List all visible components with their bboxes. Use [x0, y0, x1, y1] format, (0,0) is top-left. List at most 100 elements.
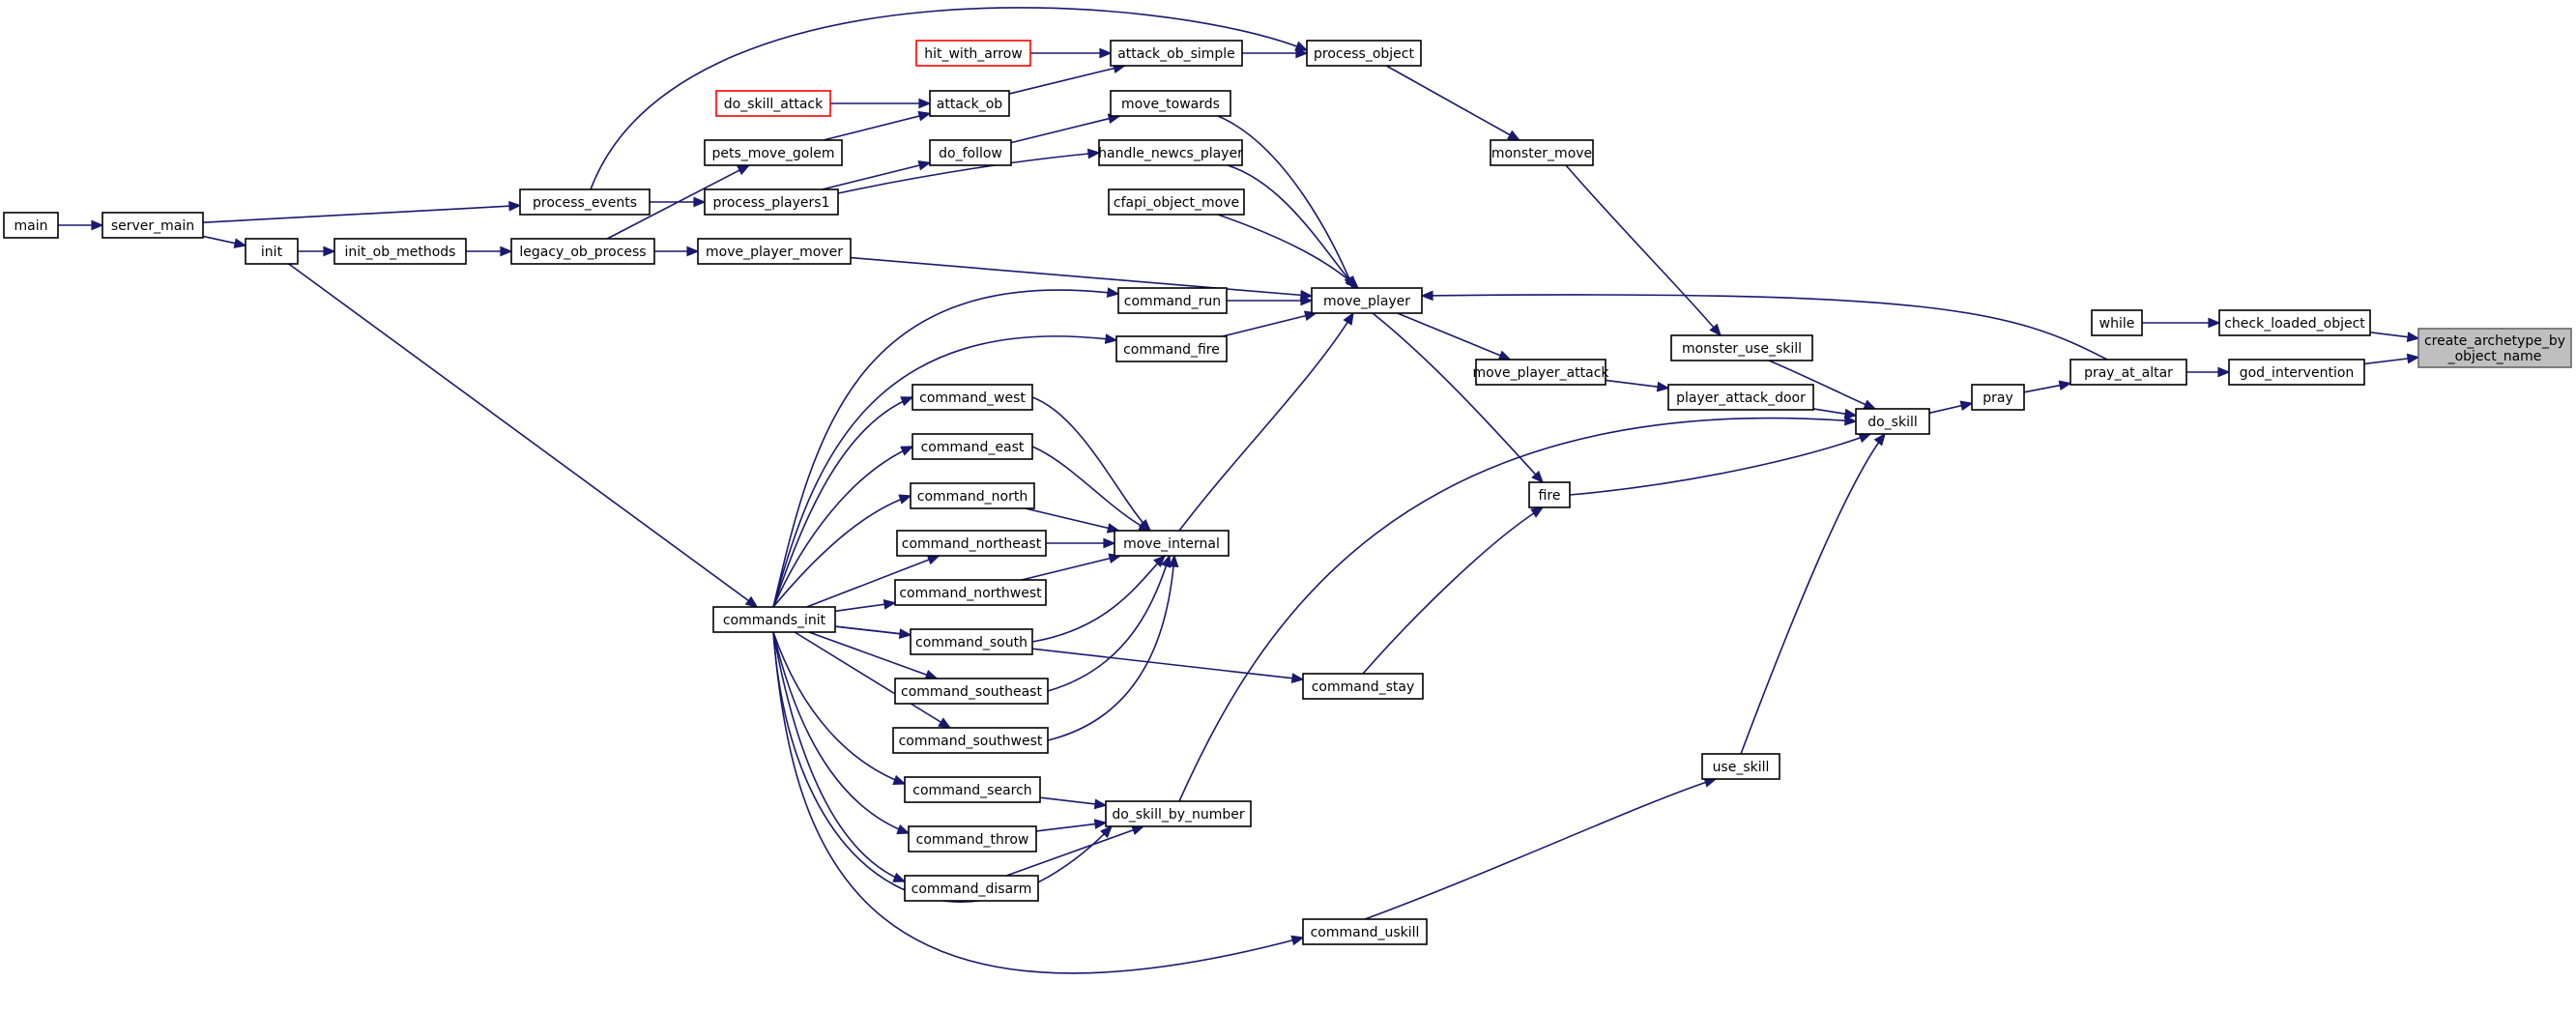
node-move-player[interactable]: move_player — [1311, 287, 1423, 314]
node-label: move_player_mover — [706, 245, 843, 260]
node-god-intervention[interactable]: god_intervention — [2228, 359, 2365, 386]
node-box — [892, 727, 1049, 754]
node-command-fire[interactable]: command_fire — [1115, 335, 1228, 362]
node-create-archetype-by-object-name[interactable]: create_archetype_by_object_name — [2417, 328, 2572, 368]
node-do-skill-attack[interactable]: do_skill_attack — [715, 90, 831, 117]
edge-command_east-to-move_internal — [1031, 446, 1151, 532]
edge-god_intervention-to-create_archetype_by_object_name-arrowhead — [2406, 353, 2420, 364]
node-box — [1528, 481, 1571, 508]
node-command-northeast[interactable]: command_northeast — [896, 530, 1047, 557]
node-attack-ob-simple[interactable]: attack_ob_simple — [1110, 40, 1243, 67]
node-command-stay[interactable]: command_stay — [1302, 673, 1424, 700]
node-box — [904, 875, 1039, 902]
node-do-skill-by-number[interactable]: do_skill_by_number — [1105, 800, 1252, 827]
edge-command_throw-to-do_skill_by_number — [1035, 822, 1107, 832]
node-hit-with-arrow[interactable]: hit_with_arrow — [915, 40, 1031, 67]
node-box — [1117, 287, 1228, 314]
node-do-follow[interactable]: do_follow — [929, 139, 1012, 166]
node-player-attack-door[interactable]: player_attack_door — [1667, 384, 1814, 411]
node-command-east[interactable]: command_east — [912, 433, 1033, 460]
node-command-southeast[interactable]: command_southeast — [894, 678, 1049, 705]
edge-handle_newcs_player-to-move_player — [1227, 164, 1357, 289]
edge-commands_init-to-command_west — [772, 396, 913, 608]
node-command-throw[interactable]: command_throw — [908, 825, 1037, 852]
node-move-towards[interactable]: move_towards — [1110, 90, 1231, 117]
node-label: move_player — [1323, 294, 1410, 309]
edge-commands_init-to-command_east-arrowhead — [900, 446, 914, 456]
node-fire[interactable]: fire — [1528, 481, 1571, 508]
edge-commands_init-to-command_throw — [772, 631, 910, 834]
node-monster-use-skill[interactable]: monster_use_skill — [1670, 334, 1813, 361]
node-pets-move-golem[interactable]: pets_move_golem — [704, 139, 843, 166]
node-legacy-ob-process[interactable]: legacy_ob_process — [510, 238, 655, 265]
edge-move_player-to-move_player_attack-arrowhead — [1497, 350, 1512, 361]
node-box — [2091, 309, 2143, 336]
node-label: do_skill — [1867, 415, 1918, 430]
edge-do_skill_attack-to-attack_ob-arrowhead — [918, 98, 932, 109]
node-main[interactable]: main — [3, 212, 59, 239]
node-box — [1098, 139, 1243, 166]
node-process-events[interactable]: process_events — [519, 188, 651, 216]
node-init[interactable]: init — [245, 238, 299, 265]
node-move-internal[interactable]: move_internal — [1114, 530, 1230, 557]
node-check-loaded-object[interactable]: check_loaded_object — [2218, 309, 2371, 336]
node-command-uskill[interactable]: command_uskill — [1302, 918, 1428, 945]
node-process-object[interactable]: process_object — [1306, 40, 1422, 67]
node-command-disarm[interactable]: command_disarm — [904, 875, 1039, 902]
node-command-west[interactable]: command_west — [912, 384, 1033, 411]
node-label: fire — [1539, 488, 1561, 504]
node-move-player-mover[interactable]: move_player_mover — [697, 238, 852, 265]
edge-do_follow-to-move_towards — [1010, 115, 1120, 144]
node-do-skill[interactable]: do_skill — [1855, 408, 1930, 435]
edge-command_disarm-to-do_skill_by_number — [1005, 825, 1144, 877]
node-init-ob-methods[interactable]: init_ob_methods — [333, 238, 467, 265]
node-box — [1311, 287, 1423, 314]
node-label: init_ob_methods — [345, 245, 456, 260]
node-command-north[interactable]: command_north — [910, 482, 1035, 509]
edge-process_players1-to-do_follow — [822, 161, 931, 190]
edge-commands_init-to-command_northeast-arrowhead — [926, 555, 941, 565]
node-box — [1701, 753, 1780, 780]
edge-commands_init-to-command_stay — [834, 625, 1304, 680]
edge-legacy_ob_process-to-pets_move_golem — [606, 164, 750, 240]
edge-attack_ob-to-attack_ob_simple — [1008, 65, 1125, 95]
node-command-search[interactable]: command_search — [904, 776, 1041, 803]
node-process-players1[interactable]: process_players1 — [704, 188, 839, 216]
edge-init-to-init_ob_methods-arrowhead — [323, 246, 336, 257]
edge-server_main-to-init-arrowhead — [233, 238, 247, 248]
node-command-southwest[interactable]: command_southwest — [892, 727, 1049, 754]
edge-process_object-to-monster_move — [1385, 65, 1520, 141]
edge-commands_init-to-command_north-arrowhead — [898, 494, 912, 505]
node-label: monster_use_skill — [1682, 341, 1802, 357]
edge-command_northwest-to-move_internal — [1021, 555, 1121, 581]
node-attack-ob[interactable]: attack_ob — [929, 90, 1010, 117]
node-pray[interactable]: pray — [1971, 384, 2025, 411]
node-monster-move[interactable]: monster_move — [1490, 139, 1594, 166]
node-server-main[interactable]: server_main — [101, 212, 204, 239]
node-use-skill[interactable]: use_skill — [1701, 753, 1780, 780]
node-command-run[interactable]: command_run — [1117, 287, 1228, 314]
node-move-player-attack[interactable]: move_player_attack — [1472, 359, 1609, 386]
node-cfapi-object-move[interactable]: cfapi_object_move — [1108, 188, 1245, 216]
node-commands-init[interactable]: commands_init — [712, 606, 836, 633]
node-command-south[interactable]: command_south — [910, 628, 1033, 655]
node-command-northwest[interactable]: command_northwest — [894, 579, 1047, 606]
node-box — [2218, 309, 2371, 336]
node-label: check_loaded_object — [2224, 316, 2365, 332]
edge-command_southwest-to-move_internal-arrowhead — [1168, 554, 1179, 567]
node-label: monster_move — [1491, 146, 1592, 161]
edge-pray-to-pray_at_altar-arrowhead — [2058, 380, 2072, 391]
edge-process_events-to-process_object — [590, 7, 1308, 190]
edge-commands_init-to-command_northwest-arrowhead — [883, 599, 897, 610]
node-while[interactable]: while — [2091, 309, 2143, 336]
node-label: handle_newcs_player — [1098, 146, 1243, 161]
node-handle-newcs-player[interactable]: handle_newcs_player — [1098, 139, 1243, 166]
edge-command_north-to-move_internal — [1025, 507, 1119, 532]
edge-do_skill_by_number-to-do_skill — [1178, 417, 1857, 802]
node-label: legacy_ob_process — [519, 245, 646, 260]
node-pray-at-altar[interactable]: pray_at_altar — [2069, 359, 2187, 386]
edge-command_northeast-to-move_internal-arrowhead — [1103, 537, 1116, 549]
node-box — [908, 825, 1037, 852]
node-label: attack_ob — [937, 97, 1003, 112]
